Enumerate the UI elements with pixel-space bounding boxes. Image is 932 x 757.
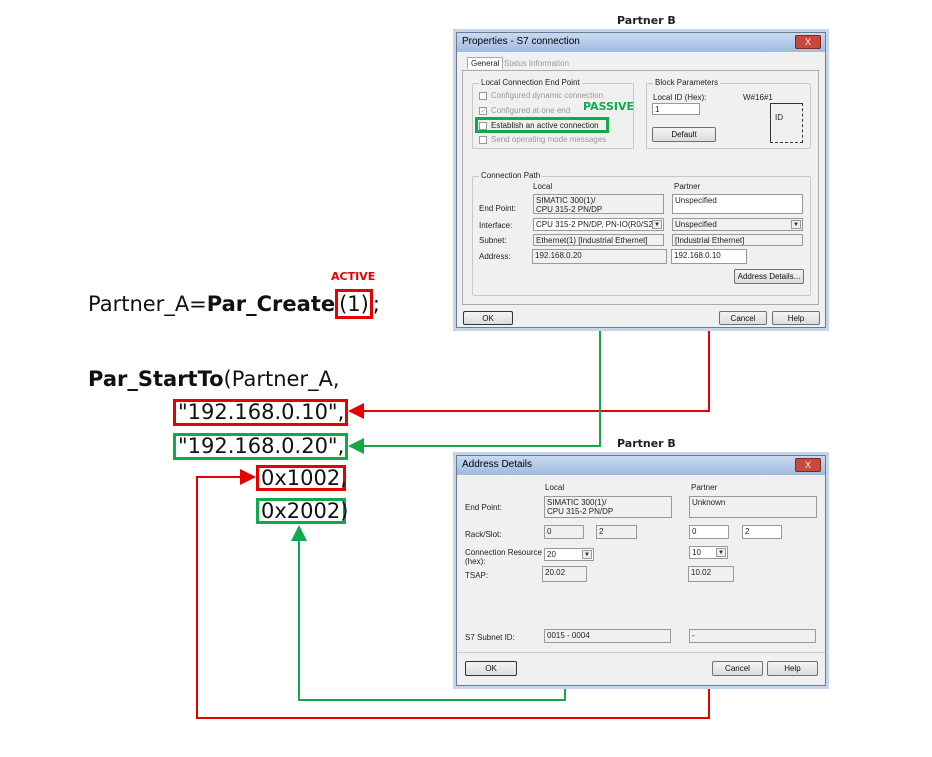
word-label: W#16#1 — [743, 93, 773, 102]
rack-slot-label: Rack/Slot: — [465, 530, 502, 539]
interface-label: Interface: — [479, 221, 513, 230]
address-label: Address: — [479, 252, 511, 261]
passive-highlight — [475, 117, 609, 133]
partner-ip-argument: "192.168.0.10", — [173, 399, 348, 426]
address-details-button[interactable]: Address Details... — [734, 269, 804, 284]
local-id-label: Local ID (Hex): — [653, 93, 707, 102]
local-tsap-field: 20.02 — [542, 566, 587, 582]
local-interface-select[interactable]: CPU 315-2 PN/DP, PN-IO(R0/S2)▼ — [533, 218, 664, 231]
help-button[interactable]: Help — [772, 311, 820, 325]
address-details-dialog: Address Details X Local Partner End Poin… — [456, 455, 826, 686]
partner-rack-input[interactable]: 0 — [689, 525, 729, 539]
partner-subnet-id-field: - — [689, 629, 816, 643]
code-text: ; — [372, 292, 380, 316]
group-legend: Local Connection End Point — [479, 78, 582, 87]
s7-subnet-id-label: S7 Subnet ID: — [465, 633, 515, 642]
cancel-button[interactable]: Cancel — [719, 311, 767, 325]
local-subnet-id-field: 0015 - 0004 — [544, 629, 671, 643]
close-button[interactable]: X — [795, 458, 821, 472]
partner-tsap-argument: 0x1002, — [256, 465, 347, 491]
partner-subnet-field: [Industrial Ethernet] — [672, 234, 803, 246]
checkbox-send-op-mode: Send operating mode messages — [479, 135, 606, 144]
block-diagram: ID — [770, 103, 803, 143]
group-legend: Block Parameters — [653, 78, 721, 87]
par-create-line: Partner_A=Par_Create(1); — [88, 289, 380, 319]
partner-address-input[interactable]: 192.168.0.10 — [671, 249, 747, 264]
tab-panel: Local Connection End Point Configured dy… — [462, 70, 819, 305]
dialog-title: Properties - S7 connection — [457, 33, 825, 52]
local-id-input[interactable]: 1 — [652, 103, 700, 115]
tsap-label: TSAP: — [465, 571, 489, 580]
partner-b-label: Partner B — [617, 437, 676, 450]
properties-dialog: Properties - S7 connection X General Sta… — [456, 32, 826, 328]
help-button[interactable]: Help — [767, 661, 818, 676]
partner-connection-resource-select[interactable]: 10▼ — [689, 546, 728, 559]
local-subnet-field: Ethernet(1) [Industrial Ethernet] — [533, 234, 664, 246]
default-button[interactable]: Default — [652, 127, 716, 142]
connection-resource-label: Connection Resource (hex): — [465, 548, 542, 566]
checkbox-configured-dynamic: Configured dynamic connection — [479, 91, 603, 100]
local-header: Local — [545, 483, 565, 492]
local-rack-field: 0 — [544, 525, 584, 539]
local-end-point-field: SIMATIC 300(1)/ CPU 315-2 PN/DP — [544, 496, 672, 518]
end-point-label: End Point: — [479, 204, 516, 213]
code-text: (Partner_A, — [223, 367, 340, 391]
subnet-label: Subnet: — [479, 236, 507, 245]
partner-tsap-field: 10.02 — [688, 566, 734, 582]
local-connection-resource-select[interactable]: 20▼ — [544, 548, 594, 561]
partner-interface-select: Unspecified▼ — [672, 218, 803, 231]
local-endpoint-group: Local Connection End Point Configured dy… — [472, 78, 635, 149]
partner-header: Partner — [691, 483, 718, 492]
active-label: ACTIVE — [331, 270, 376, 283]
dialog-title: Address Details — [457, 456, 825, 475]
partner-end-point-field[interactable]: Unspecified — [672, 194, 803, 214]
local-slot-field: 2 — [596, 525, 637, 539]
function-name: Par_Create — [206, 292, 336, 316]
local-tsap-argument: 0x2002) — [256, 498, 348, 524]
cancel-button[interactable]: Cancel — [712, 661, 763, 676]
ok-button[interactable]: OK — [463, 311, 513, 325]
partner-header: Partner — [674, 182, 701, 191]
partner-end-point-field: Unknown — [689, 496, 817, 518]
checkbox-establish-active[interactable]: Establish an active connection — [479, 121, 599, 130]
checkbox-configured-one-end: ✓Configured at one end — [479, 106, 571, 115]
id-label: ID — [775, 113, 783, 122]
passive-label: PASSIVE — [583, 100, 635, 113]
local-header: Local — [533, 182, 553, 191]
function-name: Par_StartTo — [88, 367, 224, 391]
local-address-field: 192.168.0.20 — [532, 249, 667, 264]
connection-path-group: Connection Path Local Partner End Point:… — [472, 171, 811, 296]
ok-button[interactable]: OK — [465, 661, 517, 676]
group-legend: Connection Path — [479, 171, 543, 180]
par-startto-line: Par_StartTo(Partner_A, — [88, 367, 340, 391]
close-button[interactable]: X — [795, 35, 821, 49]
tab-general[interactable]: General — [467, 57, 504, 69]
create-argument: (1) — [335, 289, 373, 319]
block-parameters-group: Block Parameters Local ID (Hex): 1 Defau… — [646, 78, 811, 149]
local-end-point-field: SIMATIC 300(1)/ CPU 315-2 PN/DP — [533, 194, 664, 214]
partner-slot-input[interactable]: 2 — [742, 525, 782, 539]
divider — [457, 652, 825, 653]
code-text: Partner_A= — [88, 292, 207, 316]
partner-b-label: Partner B — [617, 14, 676, 27]
end-point-label: End Point: — [465, 503, 502, 512]
tab-status-information[interactable]: Status Information — [504, 59, 569, 68]
local-ip-argument: "192.168.0.20", — [173, 433, 348, 460]
